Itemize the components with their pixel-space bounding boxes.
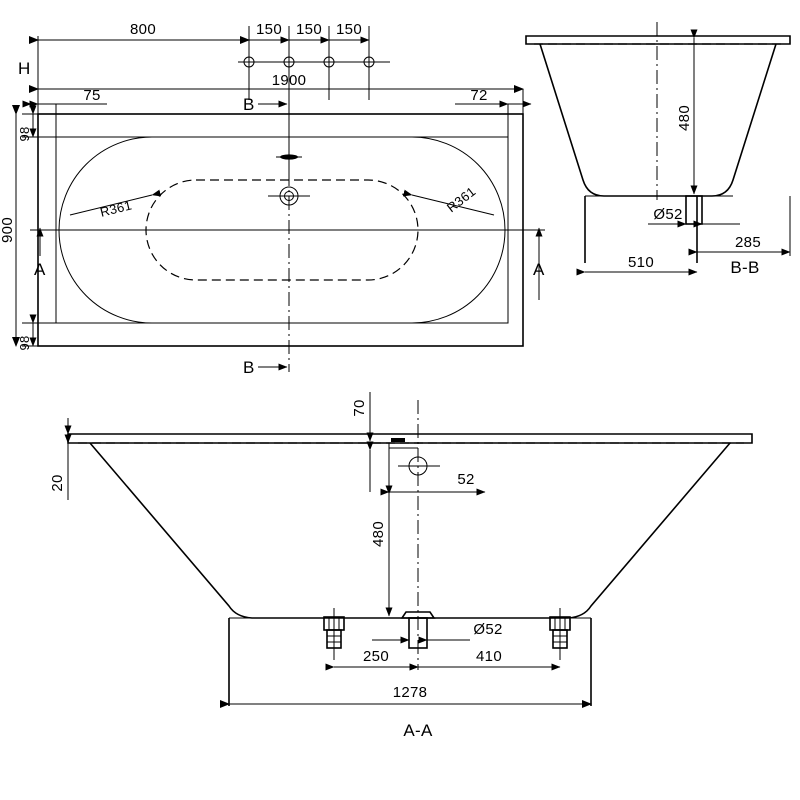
section-aa-geometry: [67, 400, 753, 706]
dim-72: [455, 100, 532, 230]
section-a-right-label: A: [533, 260, 545, 279]
dim-aa-1278-text: 1278: [393, 684, 428, 701]
dim-bb-285-text: 285: [735, 234, 761, 251]
dim-98-bottom: [22, 314, 56, 347]
dim-75: [22, 100, 107, 137]
dim-1900-text: 1900: [272, 72, 307, 89]
dim-1900: [29, 85, 524, 114]
dim-bb-480-text: 480: [676, 105, 693, 131]
adjustable-foot-left: [323, 608, 345, 660]
section-aa-title: A-A: [403, 721, 433, 740]
dim-bb-510-text: 510: [628, 254, 654, 271]
plan-tap-construction: [238, 26, 390, 372]
dim-r361-left-text: R361: [98, 197, 133, 219]
dim-98-bottom-text: 98: [17, 335, 32, 350]
dim-aa-250-text: 250: [363, 648, 389, 665]
plan-drain-detail: [268, 150, 310, 206]
adjustable-foot-right: [549, 608, 571, 660]
dim-aa-70-text: 70: [351, 399, 368, 416]
dim-75-text: 75: [83, 87, 100, 104]
dim-150-2-text: 150: [296, 21, 322, 38]
dim-aa-20-text: 20: [49, 474, 66, 491]
dim-aa-410-text: 410: [476, 648, 502, 665]
dim-r361-right-text: R361: [444, 184, 479, 216]
dim-800: [29, 36, 250, 114]
section-b-markers: [258, 100, 288, 371]
section-a-markers: [36, 227, 543, 300]
section-b-top-label: B: [243, 95, 255, 114]
dim-98-top-text: 98: [17, 126, 32, 141]
dim-150-3-text: 150: [336, 21, 362, 38]
section-bb-title: B-B: [730, 258, 759, 277]
dim-bb-dia52-text: Ø52: [653, 206, 682, 223]
dim-aa-52-text: 52: [457, 471, 474, 488]
label-h: H: [18, 59, 31, 78]
radius-leaders: [69, 189, 495, 216]
dim-900-text: 900: [0, 217, 16, 243]
section-b-bottom-label: B: [243, 358, 255, 377]
dim-98-top: [22, 105, 56, 138]
dim-72-text: 72: [470, 87, 487, 104]
dim-aa-480-text: 480: [370, 521, 387, 547]
plan-view-geometry: [30, 113, 545, 347]
dim-150-1-text: 150: [256, 21, 282, 38]
dim-aa-dia52-text: Ø52: [473, 621, 502, 638]
dim-bb-285: [688, 196, 791, 256]
section-bb-geometry: [525, 22, 791, 263]
section-a-left-label: A: [34, 260, 46, 279]
dim-800-text: 800: [130, 21, 156, 38]
